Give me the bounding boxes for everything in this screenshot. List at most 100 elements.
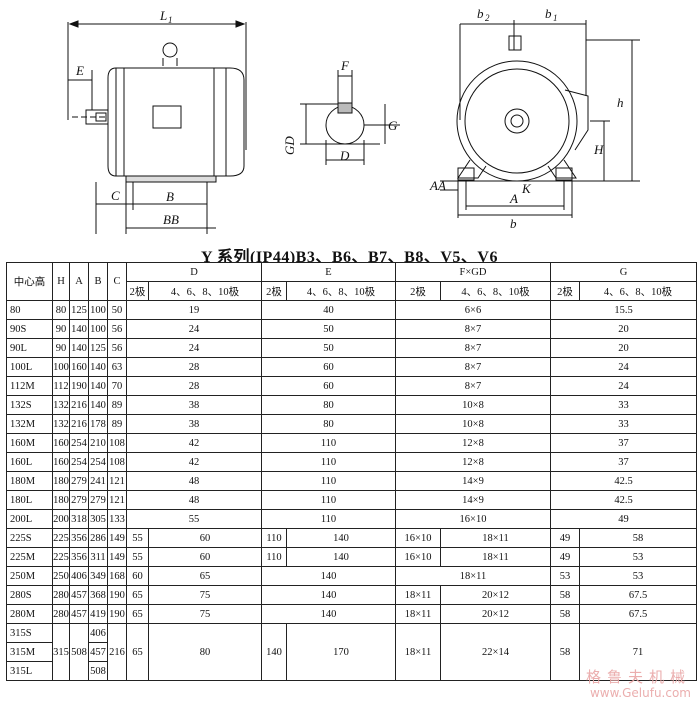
watermark-url: www.Gelufu.com (589, 686, 691, 700)
cell-D: 28 (126, 376, 262, 396)
cell-A: 140 (69, 319, 89, 339)
cell-G2: 53 (550, 566, 581, 586)
cell-G4: 67.5 (579, 604, 698, 624)
cell-A: 318 (69, 509, 89, 529)
label-b1: b (545, 6, 552, 21)
cell-C: 56 (107, 319, 127, 339)
cell-A: 190 (69, 376, 89, 396)
cell-FGD: 14×9 (395, 471, 552, 491)
cell-H: 250 (52, 566, 70, 586)
cell-FGD: 8×7 (395, 338, 552, 358)
subheader-pole2: 2极 (126, 281, 149, 301)
cell-H: 160 (52, 433, 70, 453)
cell-E: 110 (260, 452, 397, 472)
cell-D2: 55 (126, 528, 149, 548)
cell-D: 42 (126, 433, 262, 453)
cell-C: 89 (107, 414, 127, 434)
cell-center-height: 160M (6, 433, 53, 453)
cell-B: 349 (88, 566, 108, 586)
cell-C: 149 (107, 528, 127, 548)
cell-C: 190 (107, 604, 127, 624)
header-E: E (260, 262, 397, 282)
cell-H: 132 (52, 414, 70, 434)
cell-C: 216 (107, 623, 127, 681)
label-b: b (510, 216, 517, 231)
cell-D: 48 (126, 490, 262, 510)
cell-D: 48 (126, 471, 262, 491)
svg-text:1: 1 (168, 15, 173, 25)
subheader-pole-multi: 4、6、8、10极 (285, 281, 397, 301)
cell-A: 457 (69, 585, 89, 605)
cell-H: 180 (52, 490, 70, 510)
cell-E4: 170 (285, 623, 397, 681)
label-GD: GD (282, 136, 297, 155)
cell-E: 140 (260, 604, 397, 624)
cell-D2: 65 (126, 623, 149, 681)
motor-dimension-drawing: L 1 E C B BB F GD G D (67, 6, 640, 234)
cell-A: 356 (69, 547, 89, 567)
cell-G: 24 (550, 376, 698, 396)
cell-H: 132 (52, 395, 70, 415)
cell-A: 140 (69, 338, 89, 358)
cell-E4: 140 (285, 547, 397, 567)
cell-A: 279 (69, 471, 89, 491)
cell-center-height: 180L (6, 490, 53, 510)
end-view-labels: b 2 b 1 h H AA K A b (429, 6, 624, 231)
cell-E2: 140 (261, 623, 287, 681)
dimension-table: 中心高 H A B C D E F×GD G 2极 4、6、8、10极 2极 4… (6, 262, 698, 681)
cell-G2: 58 (550, 604, 581, 624)
label-H: H (593, 142, 604, 157)
subheader-pole-multi: 4、6、8、10极 (440, 281, 552, 301)
label-K: K (521, 181, 532, 196)
cell-C: 121 (107, 471, 127, 491)
label-h: h (617, 95, 624, 110)
cell-center-height: 90L (6, 338, 53, 358)
cell-A: 508 (69, 623, 89, 681)
cell-G2: 58 (550, 623, 581, 681)
label-B: B (166, 189, 174, 204)
cell-A: 356 (69, 528, 89, 548)
cell-D: 55 (126, 509, 262, 529)
cell-B: 286 (88, 528, 108, 548)
cell-H: 160 (52, 452, 70, 472)
cell-G: 15.5 (550, 300, 698, 320)
cell-G: 24 (550, 357, 698, 377)
cell-B: 419 (88, 604, 108, 624)
cell-B: 254 (88, 452, 108, 472)
cell-B: 100 (88, 300, 108, 320)
cell-B: 305 (88, 509, 108, 529)
cell-B: 406 (88, 623, 108, 643)
cell-G: 20 (550, 338, 698, 358)
cell-F4: 18×11 (440, 547, 552, 567)
cell-A: 216 (69, 395, 89, 415)
cell-D: 42 (126, 452, 262, 472)
cell-A: 160 (69, 357, 89, 377)
label-C: C (111, 188, 120, 203)
cell-C: 108 (107, 433, 127, 453)
header-H: H (52, 262, 70, 301)
cell-F2: 18×11 (395, 585, 442, 605)
cell-center-height: 132M (6, 414, 53, 434)
cell-C: 108 (107, 452, 127, 472)
cell-G4: 67.5 (579, 585, 698, 605)
cell-FGD: 6×6 (395, 300, 552, 320)
cell-center-height: 315M (6, 642, 53, 662)
cell-F2: 16×10 (395, 528, 442, 548)
cell-D4: 80 (148, 623, 262, 681)
cell-B: 241 (88, 471, 108, 491)
cell-E: 40 (260, 300, 397, 320)
subheader-pole-multi: 4、6、8、10极 (148, 281, 262, 301)
cell-F2: 16×10 (395, 547, 442, 567)
cell-F4: 22×14 (440, 623, 552, 681)
cell-C: 149 (107, 547, 127, 567)
cell-E: 50 (260, 319, 397, 339)
cell-center-height: 180M (6, 471, 53, 491)
